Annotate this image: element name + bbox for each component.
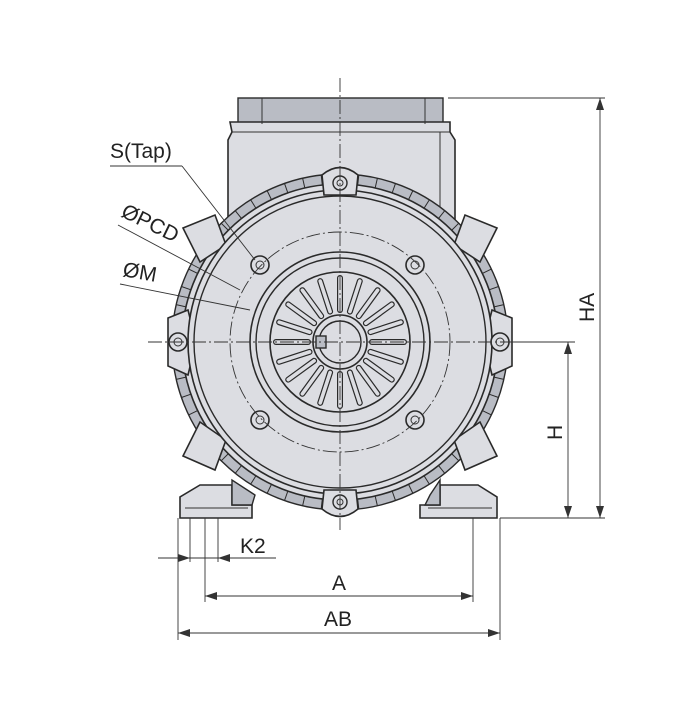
housing-rib — [284, 183, 289, 194]
housing-rib — [493, 304, 504, 308]
center-lines — [148, 78, 532, 530]
fan-fin-slot — [300, 366, 323, 396]
fan-fin-slot — [364, 359, 394, 382]
housing-rib — [250, 199, 257, 209]
housing-rib — [482, 410, 492, 416]
fan-fin-slot — [286, 359, 316, 382]
fan-fin-slot — [368, 320, 403, 334]
housing-rib — [408, 484, 414, 494]
housing-rib — [488, 393, 499, 398]
ha-label: HA — [576, 293, 599, 322]
housing-rib — [250, 475, 257, 485]
housing-rib — [391, 490, 396, 501]
fan-fin-slot — [277, 350, 312, 364]
tap-holes — [250, 255, 425, 430]
housing-rib — [482, 268, 492, 274]
housing-rib — [423, 199, 430, 209]
housing-rib — [181, 286, 192, 291]
housing-rib — [423, 475, 430, 485]
housing-rib — [176, 376, 187, 380]
housing-rib — [176, 304, 187, 308]
fan-fin-slot — [368, 350, 403, 364]
hub — [249, 251, 431, 433]
fan-fin-slot — [300, 288, 323, 318]
h-label: H — [544, 425, 567, 440]
housing-rib — [408, 190, 414, 200]
housing-rib — [438, 210, 446, 219]
housing-rib — [234, 210, 242, 219]
fan-fin-slot — [318, 279, 332, 314]
housing-rib — [302, 178, 306, 189]
mounting-feet — [179, 477, 498, 519]
housing-rib — [220, 453, 229, 462]
housing-rib — [302, 495, 306, 506]
fan-fin-slot — [357, 288, 380, 318]
housing-rib — [451, 453, 460, 462]
a-label: A — [332, 572, 346, 595]
housing-rib — [181, 393, 192, 398]
housing-rib — [188, 268, 198, 274]
fan-fin-slot — [286, 302, 316, 325]
housing-rib — [284, 490, 289, 501]
housing-rib — [488, 286, 499, 291]
housing-rib — [266, 484, 272, 494]
housing-rib — [188, 410, 198, 416]
fan-fin-slot — [348, 279, 362, 314]
housing-rib — [234, 465, 242, 474]
fan-fin-slot — [348, 370, 362, 405]
housing-rib — [374, 178, 378, 189]
m-label: ØM — [121, 258, 158, 287]
housing-rib — [374, 495, 378, 506]
pcd-label: ØPCD — [118, 200, 183, 247]
housing-rib — [438, 465, 446, 474]
leader-lines — [110, 165, 256, 311]
housing-rib — [391, 183, 396, 194]
ab-label: AB — [324, 608, 352, 631]
fan-fin-slot — [357, 366, 380, 396]
housing-rib — [266, 190, 272, 200]
housing-rib — [220, 222, 229, 231]
fan-fin-slot — [364, 302, 394, 325]
s-tap-label: S(Tap) — [110, 140, 172, 163]
fan-fin-slot — [318, 370, 332, 405]
housing-rib — [493, 376, 504, 380]
dimension-lines — [158, 97, 605, 640]
fan-fin-slot — [277, 320, 312, 334]
k2-label: K2 — [240, 535, 266, 558]
housing-rib — [451, 222, 460, 231]
